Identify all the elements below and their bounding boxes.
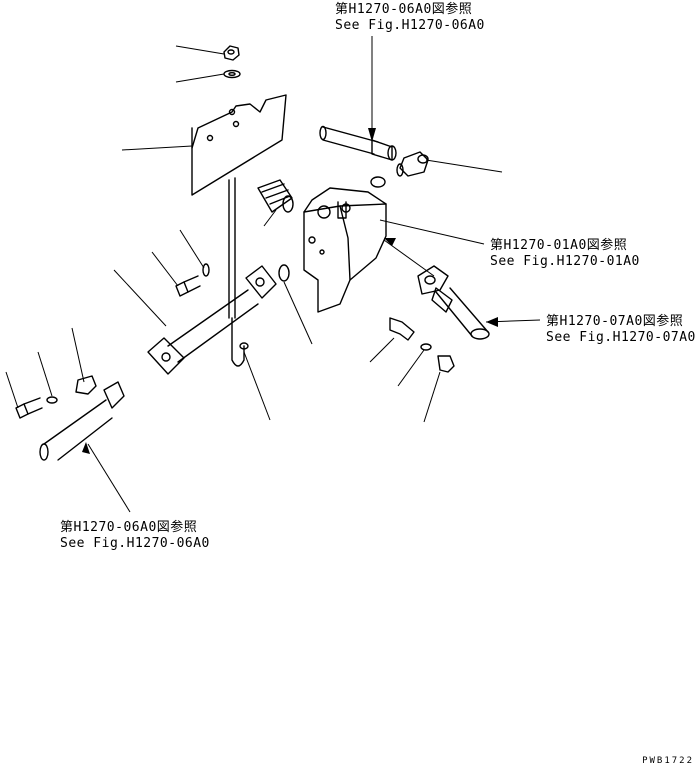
leader-lines — [5, 36, 541, 513]
clamp-part — [389, 317, 415, 341]
hook-part — [231, 317, 249, 367]
reference-top: 第H1270-06A0図参照 See Fig.H1270-06A0 — [335, 2, 485, 34]
bracket-plate-part — [191, 94, 287, 196]
plug-part — [257, 179, 294, 213]
reference-bottom-left-ja: 第H1270-06A0図参照 — [60, 520, 198, 535]
reference-bottom-left: 第H1270-06A0図参照 See Fig.H1270-06A0 — [60, 520, 210, 552]
reference-right-en: See Fig.H1270-07A0 — [546, 330, 696, 345]
reference-right-ja: 第H1270-07A0図参照 — [546, 314, 684, 329]
rod-part — [228, 177, 236, 319]
drawing-code: PWB1722 — [642, 756, 694, 766]
clamp-left-part — [75, 375, 97, 395]
arrowheads — [82, 128, 498, 454]
washer-part — [223, 69, 241, 79]
bolt-left-part — [15, 397, 43, 419]
seal-ring-part — [278, 264, 290, 282]
reference-middle-en: See Fig.H1270-01A0 — [490, 254, 640, 269]
nut-part — [223, 45, 240, 61]
reference-middle: 第H1270-01A0図参照 See Fig.H1270-01A0 — [490, 238, 640, 270]
bolt-right-part — [437, 355, 455, 373]
hose-right-part — [417, 265, 490, 340]
reference-right: 第H1270-07A0図参照 See Fig.H1270-07A0 — [546, 314, 696, 346]
bolt-middle-part — [175, 275, 201, 297]
washer-middle-part — [202, 263, 210, 277]
hose-left-part — [39, 381, 125, 461]
pipe-part — [147, 265, 277, 375]
valve-block-part — [303, 187, 387, 313]
washer-small-part — [420, 343, 432, 351]
reference-top-en: See Fig.H1270-06A0 — [335, 18, 485, 33]
reference-top-ja: 第H1270-06A0図参照 — [335, 2, 473, 17]
reference-bottom-left-en: See Fig.H1270-06A0 — [60, 536, 210, 551]
hose-upper-part — [319, 125, 397, 161]
o-ring-part — [370, 176, 386, 188]
elbow-fitting-part — [396, 151, 429, 177]
washer-left-part — [46, 396, 58, 404]
reference-middle-ja: 第H1270-01A0図参照 — [490, 238, 628, 253]
